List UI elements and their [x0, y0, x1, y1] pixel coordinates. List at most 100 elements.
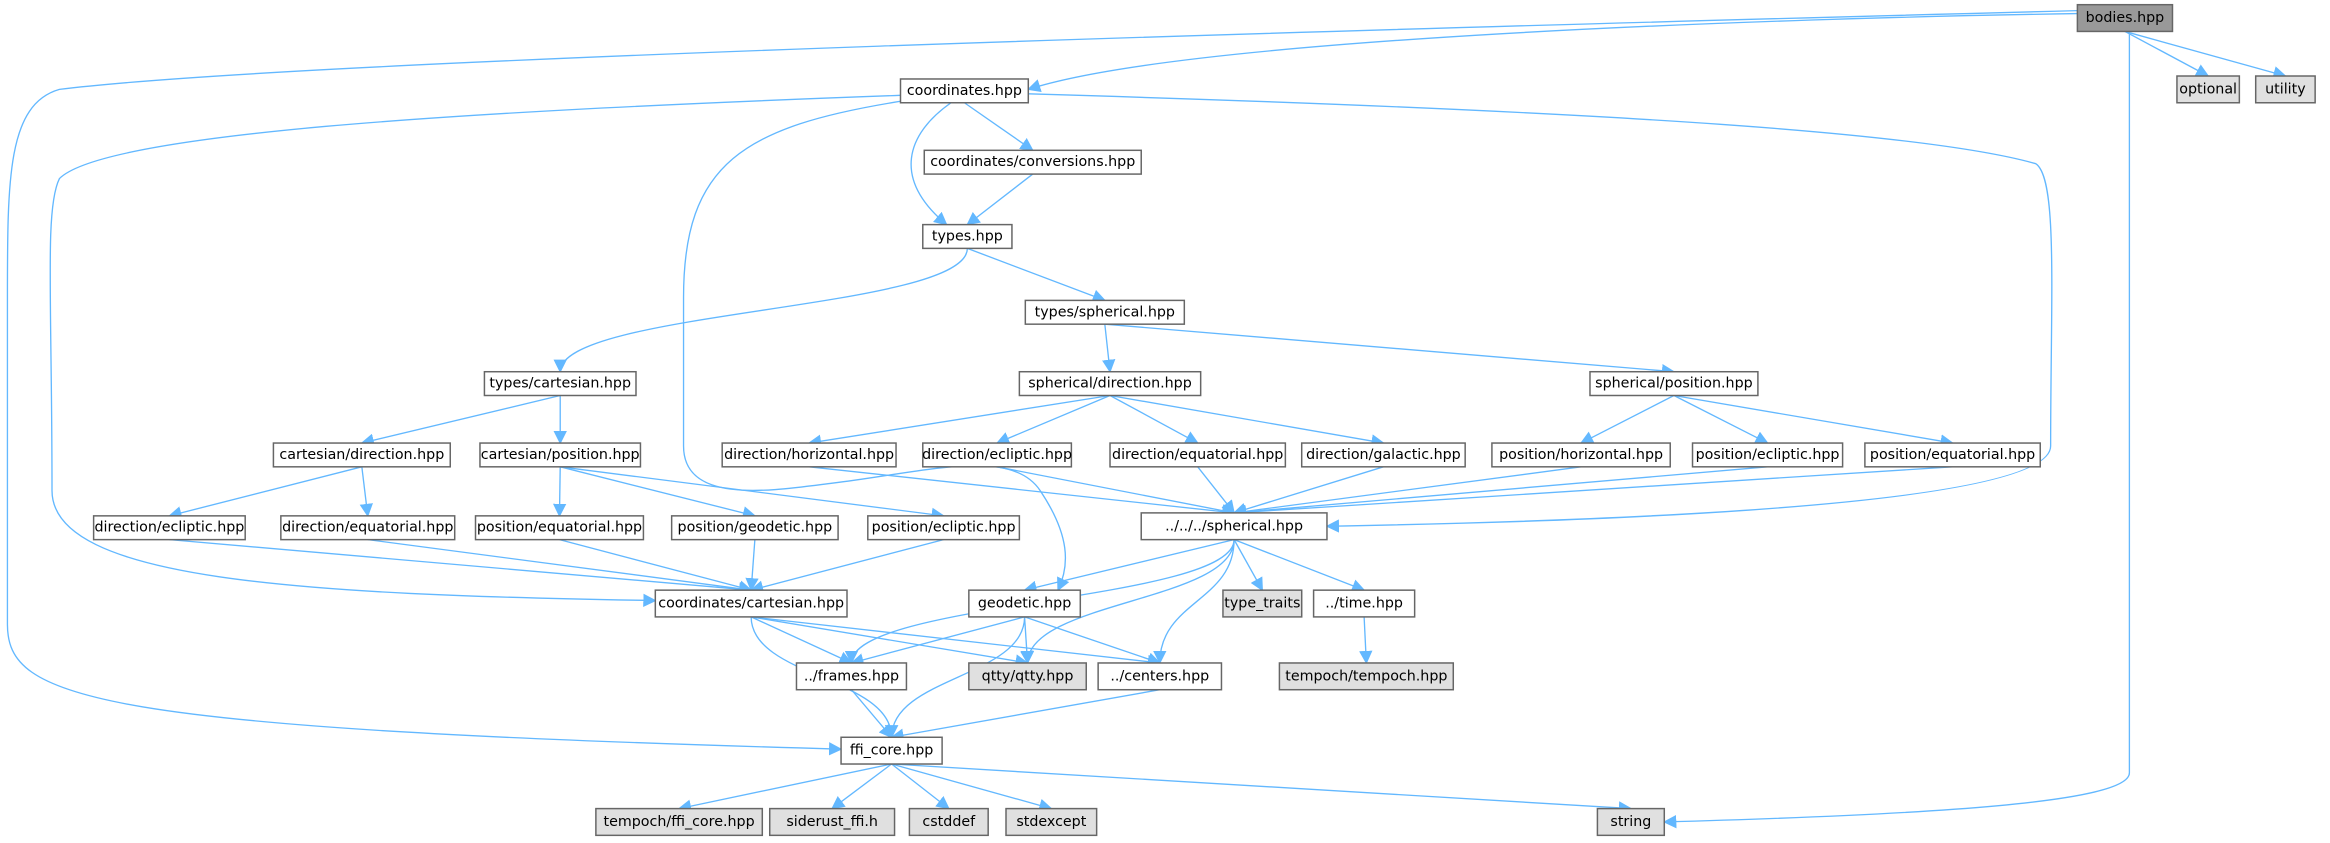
edge-sph_direction-to-dir_horizontal: [807, 394, 1111, 448]
node-bodies[interactable]: bodies.hpp: [2076, 3, 2174, 33]
node-pos_ecliptic_s[interactable]: position/ecliptic.hpp: [1691, 442, 1844, 468]
node-qtty[interactable]: qtty/qtty.hpp: [968, 662, 1087, 691]
node-box: [899, 78, 1030, 104]
node-box: [923, 149, 1142, 175]
edge-pos_horizontal-to-spherical: [1232, 466, 1582, 518]
node-sph_direction[interactable]: spherical/direction.hpp: [1018, 370, 1202, 397]
node-box: [2076, 3, 2174, 33]
node-label: position/ecliptic.hpp: [872, 520, 1016, 536]
node-cart_position[interactable]: cartesian/position.hpp: [479, 442, 642, 468]
edge-types_spherical-to-sph_direction: [1102, 324, 1116, 374]
node-label: siderust_ffi.h: [786, 814, 878, 830]
node-types_spherical[interactable]: types/spherical.hpp: [1024, 299, 1186, 325]
node-dir_galactic[interactable]: direction/galactic.hpp: [1300, 442, 1466, 468]
edge-types_cartesian-to-cart_direction: [360, 394, 561, 447]
edge-geodetic-to-frames: [850, 616, 1025, 667]
edge-cart_direction-to-dir_equatorial_c: [359, 466, 373, 518]
node-frames[interactable]: ../frames.hpp: [795, 662, 908, 691]
node-label: ../frames.hpp: [804, 668, 899, 684]
node-label: ../time.hpp: [1325, 596, 1403, 612]
node-box: [968, 662, 1087, 691]
node-types_cartesian[interactable]: types/cartesian.hpp: [483, 370, 637, 397]
node-box: [1024, 299, 1186, 325]
edge-bodies-to-utility: [2124, 30, 2287, 80]
node-label: types/cartesian.hpp: [489, 376, 631, 392]
node-dir_ecliptic_c[interactable]: direction/ecliptic.hpp: [92, 515, 246, 541]
node-coordinates[interactable]: coordinates.hpp: [899, 78, 1030, 104]
node-pos_equatorial_c[interactable]: position/equatorial.hpp: [474, 515, 645, 541]
edge-dir_horizontal-to-spherical: [809, 466, 1236, 519]
node-label: tempoch/ffi_core.hpp: [604, 814, 755, 830]
edge-sph_direction-to-dir_equatorial_s: [1109, 394, 1199, 444]
node-box: [922, 223, 1013, 250]
edge-pos_equatorial_s-to-spherical: [1232, 466, 1953, 519]
edge-geodetic-to-ffi_core: [884, 616, 1026, 739]
node-types[interactable]: types.hpp: [922, 223, 1013, 250]
node-box: [1222, 589, 1303, 618]
node-dir_equatorial_s[interactable]: direction/equatorial.hpp: [1109, 442, 1287, 468]
node-cartesian[interactable]: coordinates/cartesian.hpp: [654, 589, 848, 618]
node-label: spherical/direction.hpp: [1028, 376, 1192, 392]
node-box: [2176, 75, 2241, 104]
edge-time-to-tempoch: [1359, 616, 1373, 665]
node-box: [968, 589, 1082, 618]
node-spherical[interactable]: ../../../spherical.hpp: [1140, 512, 1328, 541]
node-box: [474, 515, 645, 541]
node-siderust_ffi[interactable]: siderust_ffi.h: [768, 807, 896, 837]
node-box: [483, 370, 637, 397]
edge-sph_direction-to-dir_ecliptic_s: [995, 394, 1111, 445]
node-box: [1097, 662, 1223, 691]
edges-layer: [6, 9, 2287, 829]
node-ffi_core[interactable]: ffi_core.hpp: [840, 736, 943, 765]
node-dir_ecliptic_s[interactable]: direction/ecliptic.hpp: [922, 442, 1073, 468]
node-cart_direction[interactable]: cartesian/direction.hpp: [272, 442, 451, 468]
node-stdexcept[interactable]: stdexcept: [1005, 807, 1098, 837]
node-conversions[interactable]: coordinates/conversions.hpp: [923, 149, 1142, 175]
node-box: [867, 515, 1021, 541]
edge-bodies-to-optional: [2124, 30, 2210, 77]
node-time[interactable]: ../time.hpp: [1312, 589, 1416, 618]
node-tempoch[interactable]: tempoch/tempoch.hpp: [1278, 662, 1455, 691]
node-geodetic[interactable]: geodetic.hpp: [968, 589, 1082, 618]
edge-spherical-to-geodetic: [1023, 538, 1235, 594]
node-cstddef[interactable]: cstddef: [908, 807, 989, 837]
node-box: [922, 442, 1073, 468]
node-pos_geodetic[interactable]: position/geodetic.hpp: [670, 515, 839, 541]
node-dir_equatorial_c[interactable]: direction/equatorial.hpp: [280, 515, 456, 541]
edge-ffi_core-to-string: [891, 763, 1633, 815]
node-tempoch_ffi[interactable]: tempoch/ffi_core.hpp: [595, 807, 764, 837]
node-pos_ecliptic_c[interactable]: position/ecliptic.hpp: [867, 515, 1021, 541]
node-centers[interactable]: ../centers.hpp: [1097, 662, 1223, 691]
edge-types-to-types_cartesian: [553, 248, 969, 374]
node-sph_position[interactable]: spherical/position.hpp: [1589, 370, 1759, 397]
node-label: direction/galactic.hpp: [1306, 447, 1461, 463]
edge-cart_position-to-pos_ecliptic_c: [560, 466, 945, 521]
node-dir_horizontal[interactable]: direction/horizontal.hpp: [721, 442, 897, 468]
edge-frames-to-ffi_core: [850, 689, 893, 739]
edge-cart_position-to-pos_equatorial_c: [552, 466, 567, 518]
node-label: coordinates/cartesian.hpp: [658, 596, 844, 612]
node-label: coordinates/conversions.hpp: [930, 154, 1135, 170]
node-label: direction/ecliptic.hpp: [922, 447, 1072, 463]
node-pos_equatorial_s[interactable]: position/equatorial.hpp: [1864, 442, 2041, 468]
node-pos_horizontal[interactable]: position/horizontal.hpp: [1491, 442, 1671, 468]
node-box: [670, 515, 839, 541]
node-box: [2254, 75, 2316, 104]
node-label: type_traits: [1224, 596, 1300, 612]
node-optional[interactable]: optional: [2176, 75, 2241, 104]
edge-coordinates-to-conversions: [964, 102, 1034, 152]
node-box: [654, 589, 848, 618]
node-box: [1596, 807, 1666, 837]
node-string[interactable]: string: [1596, 807, 1666, 837]
node-box: [1312, 589, 1416, 618]
node-box: [908, 807, 989, 837]
edge-types_spherical-to-sph_position: [1104, 323, 1676, 378]
node-label: types.hpp: [932, 228, 1003, 244]
node-label: spherical/position.hpp: [1595, 376, 1753, 392]
edge-ffi_core-to-siderust_ffi: [831, 763, 892, 810]
node-utility[interactable]: utility: [2254, 75, 2316, 104]
node-label: utility: [2265, 81, 2306, 97]
node-label: optional: [2179, 81, 2237, 97]
node-type_traits[interactable]: type_traits: [1222, 589, 1303, 618]
node-label: ffi_core.hpp: [850, 743, 933, 759]
